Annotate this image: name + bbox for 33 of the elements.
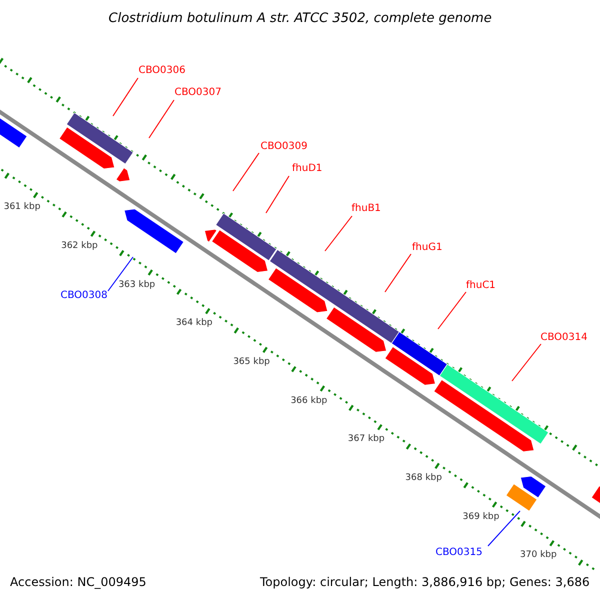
scale-label: 362 kbp (61, 242, 98, 251)
gene-label: CBO0315 (436, 548, 482, 558)
leader-line (108, 256, 134, 292)
leader-line (324, 216, 352, 252)
gene-label: CBO0308 (60, 291, 108, 301)
footer-text: Accession: NC_009495 (10, 576, 146, 588)
scale-label: 367 kbp (348, 435, 385, 444)
leader-line (438, 292, 466, 330)
gene-label: fhuG1 (412, 243, 442, 253)
scale-label: 365 kbp (233, 358, 270, 368)
title: Clostridium botulinum A str. ATCC 3502, complete genome (108, 12, 492, 24)
leader-line (384, 254, 412, 292)
leader-line (112, 78, 138, 116)
scale-label: 361 kbp (4, 203, 40, 212)
gene-label: fhuB1 (352, 204, 381, 214)
footer-text: Topology: circular; Length: 3,886,916 bp; Genes: 3,686 (260, 576, 590, 588)
leader-line (232, 152, 260, 192)
leader-line (148, 100, 174, 138)
leader-line (266, 176, 290, 214)
gene-label: CBO0314 (540, 333, 588, 343)
gene-label: CBO0306 (138, 66, 186, 76)
leader-line (512, 344, 542, 382)
gene-label: CBO0307 (174, 88, 222, 98)
scale-label: 366 kbp (290, 396, 328, 406)
gene-label: fhuC1 (466, 281, 496, 291)
gene-label: fhuD1 (292, 164, 322, 174)
scale-label: 370 kbp (520, 551, 557, 560)
scale-label: 364 kbp (176, 319, 213, 328)
scale-label: 363 kbp (118, 280, 156, 290)
leader-line (488, 510, 520, 546)
scale-label: 369 kbp (462, 512, 500, 522)
scale-label: 368 kbp (405, 474, 442, 484)
gene-label: CBO0309 (260, 142, 308, 152)
